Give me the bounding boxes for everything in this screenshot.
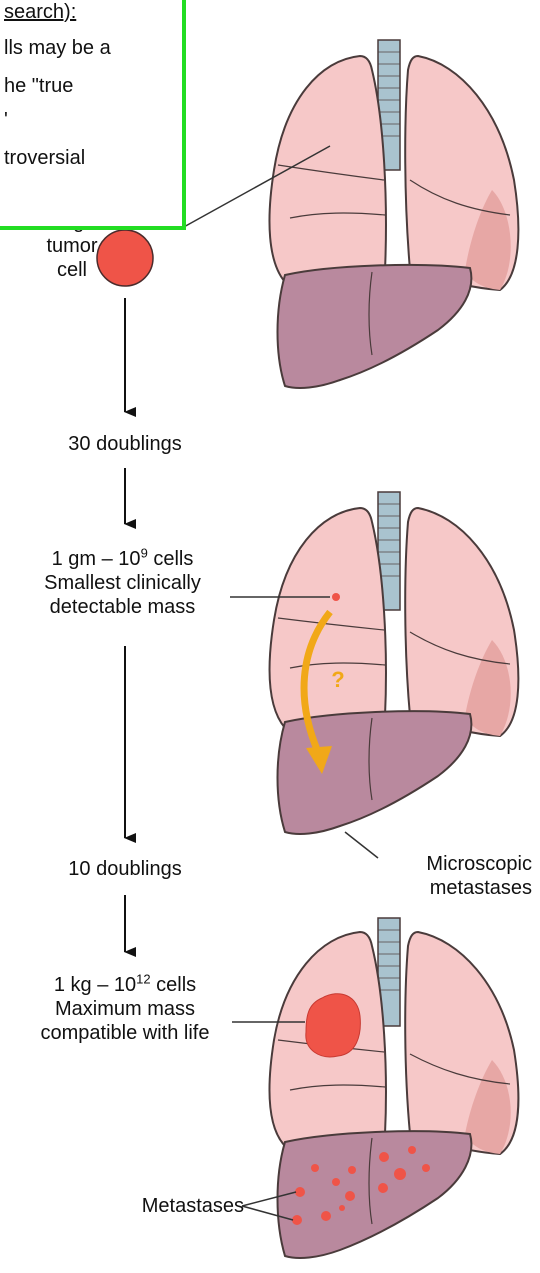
label-text: 1 gm – 10 [52,548,141,570]
label-line: tumor [42,234,102,258]
liver [278,265,472,388]
label-line: 1 kg – 1012 cells [0,973,250,997]
label-line: detectable mass [0,595,245,619]
detectable-mass-label: 1 gm – 109 cells Smallest clinically det… [0,547,245,619]
callout-line-4: ' [4,108,8,132]
doublings-30-label: 30 doublings [20,432,230,456]
callout-line-3: he "true [4,74,73,98]
callout-line-2: lls may be a [4,36,111,60]
lungs-liver-stage-1 [269,40,518,388]
label-line: metastases [364,876,532,900]
maximum-mass-label: 1 kg – 1012 cells Maximum mass compatibl… [0,973,250,1045]
large-tumor-mass [306,994,361,1057]
callout-line-1: search): [4,0,76,24]
label-text: cells [151,974,197,996]
label-text: cells [148,548,194,570]
label-line: 1 gm – 109 cells [0,547,245,571]
microscopic-metastases-label: Microscopic metastases [364,852,532,900]
label-line: Smallest clinically [0,571,245,595]
exponent: 9 [141,545,148,560]
label-line: cell [42,258,102,282]
single-tumor-cell [97,230,153,286]
metastases-label: Metastases [94,1194,244,1218]
lungs-liver-stage-3 [269,918,518,1258]
exponent: 12 [136,971,150,986]
callout-line-5: troversial [4,146,85,170]
callout-box: search): lls may be a he "true ' trovers… [0,0,186,230]
detectable-tumor-dot [332,593,340,601]
label-line: Microscopic [364,852,532,876]
doublings-10-label: 10 doublings [20,857,230,881]
question-mark-label: ? [328,668,348,692]
label-line: compatible with life [0,1021,250,1045]
label-text: 1 kg – 10 [54,974,136,996]
label-line: Maximum mass [0,997,250,1021]
